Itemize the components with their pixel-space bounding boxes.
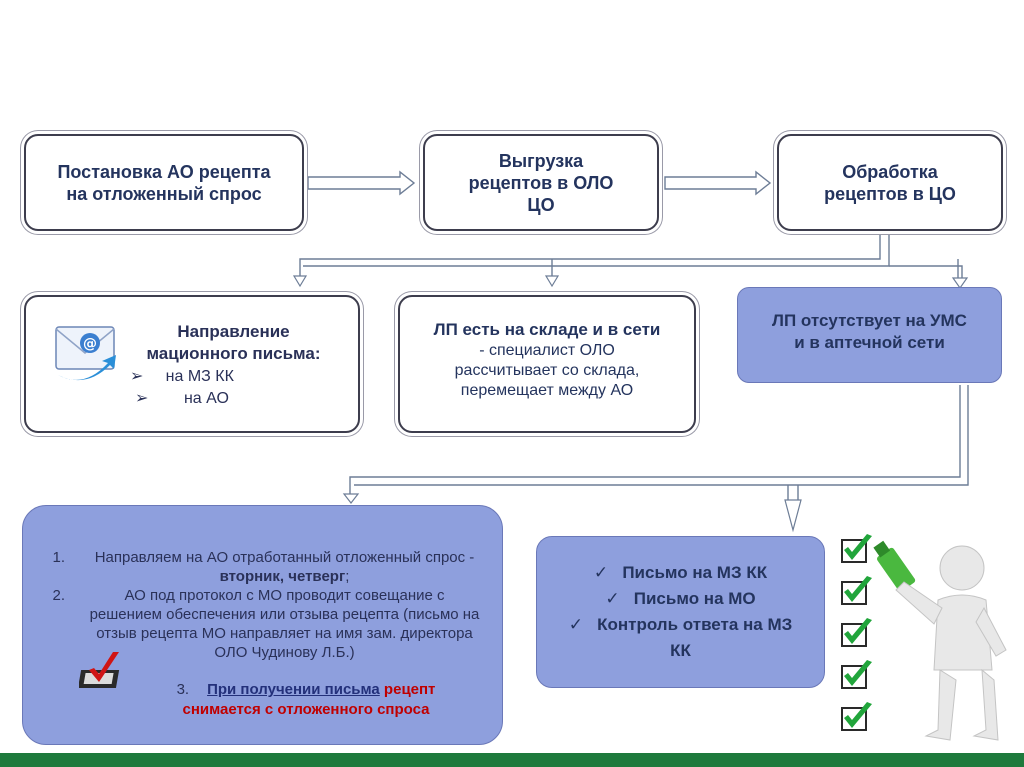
checks-list: ✓ Письмо на МЗ КК ✓ Письмо на МО ✓ Контр… — [566, 560, 796, 664]
box-lp-sklad: ЛП есть на складе и в сети - специалист … — [398, 295, 696, 433]
napravlenie-item-mzkk: ➢ на МЗ КК — [130, 368, 234, 385]
napravlenie-title-1: Направление — [177, 322, 290, 341]
email-icon: @ — [55, 326, 116, 381]
step-1: 1.Направляем на АО отработанный отложенн… — [52, 549, 475, 585]
box-vygruzka-text: Выгрузка рецептов в ОЛО ЦО — [468, 150, 614, 215]
footer-bar — [0, 753, 1024, 767]
svg-text:@: @ — [83, 336, 97, 352]
arrow-right-2 — [664, 170, 772, 196]
checklist-figure-icon — [841, 534, 1007, 741]
arrowheads-mid — [292, 275, 969, 290]
box-lp-otsutstvuet: ЛП отсутствует на УМС и в аптечной сети — [737, 287, 1002, 383]
arrow-right-1 — [307, 170, 416, 196]
lp-otsutstvuet-text: ЛП отсутствует на УМС и в аптечной сети — [772, 311, 967, 352]
branch-connector-top — [299, 232, 963, 280]
box-postanovka: Постановка АО рецепта на отложенный спро… — [24, 134, 304, 231]
napravlenie-item-ao: ➢ на АО — [134, 390, 229, 407]
box-obrabotka: Обработка рецептов в ЦО — [777, 134, 1003, 231]
box-postanovka-text: Постановка АО рецепта на отложенный спро… — [57, 161, 271, 204]
branch-connector-bottom — [349, 385, 969, 500]
napravlenie-title-2: мационного письма: — [146, 344, 321, 363]
checkbox-icon — [79, 652, 120, 688]
box-vygruzka: Выгрузка рецептов в ОЛО ЦО — [423, 134, 659, 231]
lp-sklad-body-1: - специалист ОЛО — [479, 342, 615, 359]
step-2: 2.АО под протокол с МО проводит совещани… — [52, 587, 480, 661]
box-checks: ✓ Письмо на МЗ КК ✓ Письмо на МО ✓ Контр… — [536, 536, 825, 688]
box-napravlenie: @ Направление мационного письма: ➢ на МЗ… — [24, 295, 360, 433]
check-item-control: ✓ Контроль ответа на МЗ КК — [568, 615, 793, 660]
check-item-mo: ✓ Письмо на МО — [605, 589, 756, 608]
check-item-mzkk: ✓ Письмо на МЗ КК — [593, 563, 768, 582]
step-3: 3.При получении письма рецепт снимается … — [176, 681, 436, 718]
box-steps: 1.Направляем на АО отработанный отложенн… — [22, 505, 503, 745]
arrowheads-bottom — [342, 493, 802, 533]
steps-list: 1.Направляем на АО отработанный отложенн… — [33, 548, 482, 662]
lp-sklad-body-2: рассчитывает со склада, — [454, 362, 640, 379]
lp-sklad-body-3: перемещает между АО — [460, 382, 634, 399]
box-obrabotka-text: Обработка рецептов в ЦО — [824, 161, 956, 204]
lp-sklad-title: ЛП есть на складе и в сети — [433, 320, 661, 339]
